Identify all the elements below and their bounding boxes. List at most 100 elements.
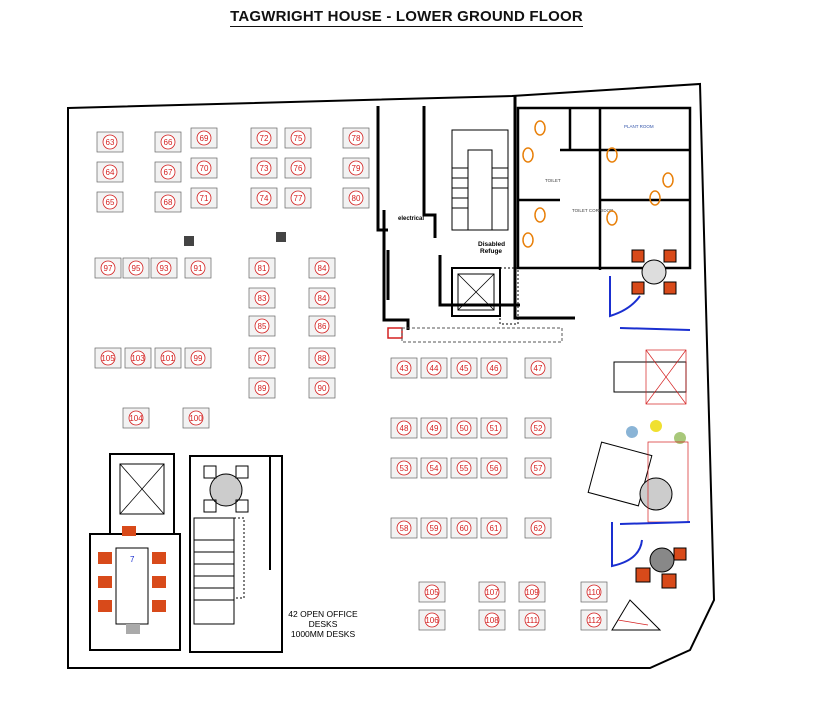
desk-marker (456, 460, 472, 476)
desk-number: 68 (164, 198, 173, 207)
desk-bottom_group1-1: 107 (478, 581, 506, 603)
desk-marker (256, 160, 272, 176)
open-office-line1: 42 OPEN OFFICE (288, 609, 358, 619)
refuge-label-2: Refuge (480, 248, 502, 255)
desk-grid_b_top-2: 55 (450, 457, 478, 479)
desk-top_left-1: 66 (154, 131, 182, 153)
desk-top_right-5: 80 (342, 187, 370, 209)
wc-fixtures (522, 120, 674, 248)
desk-marker (426, 520, 442, 536)
desk-marker (396, 460, 412, 476)
corridor-strip (401, 327, 563, 343)
desk-number: 90 (318, 384, 327, 393)
desk-number: 87 (258, 354, 267, 363)
desk-top_mid-1: 72 (250, 127, 278, 149)
desk-number: 59 (430, 524, 439, 533)
desk-marker (348, 190, 364, 206)
desk-left_upper-3: 91 (184, 257, 212, 279)
long-table (613, 349, 687, 444)
desk-number: 83 (258, 294, 267, 303)
desk-marker (254, 260, 270, 276)
desk-number: 74 (260, 194, 269, 203)
desk-marker (102, 194, 118, 210)
desk-number: 79 (352, 164, 361, 173)
desk-top_right-0: 75 (284, 127, 312, 149)
desk-number: 50 (460, 424, 469, 433)
desk-number: 67 (164, 168, 173, 177)
desk-number: 89 (258, 384, 267, 393)
desk-marker (190, 350, 206, 366)
desk-number: 91 (194, 264, 203, 273)
desk-marker (426, 360, 442, 376)
lift-left (109, 453, 175, 535)
desk-number: 45 (460, 364, 469, 373)
desk-marker (586, 584, 602, 600)
desk-number: 105 (425, 588, 439, 597)
desk-grid_a_top-3: 46 (480, 357, 508, 379)
desk-marker (486, 460, 502, 476)
desk-marker (530, 460, 546, 476)
desk-number: 62 (534, 524, 543, 533)
desk-marker (424, 584, 440, 600)
desk-number: 108 (485, 616, 499, 625)
desk-marker (160, 350, 176, 366)
desk-grid_b_bottom-3: 61 (480, 517, 508, 539)
desk-number: 84 (318, 294, 327, 303)
stair-2 (189, 455, 283, 653)
desk-marker (314, 318, 330, 334)
desk-number: 95 (132, 264, 141, 273)
desk-marker (484, 584, 500, 600)
desk-left_lower_top-2: 101 (154, 347, 182, 369)
desk-marker (102, 134, 118, 150)
desk-marker (530, 420, 546, 436)
desk-left_upper-1: 95 (122, 257, 150, 279)
desk-number: 46 (490, 364, 499, 373)
desk-number: 101 (161, 354, 175, 363)
desk-marker (424, 612, 440, 628)
desk-top_left-0: 63 (96, 131, 124, 153)
desk-marker (348, 130, 364, 146)
open-office-line3: 1000MM DESKS (291, 629, 356, 639)
desk-number: 106 (425, 616, 439, 625)
desk-grid_b_top-0: 53 (390, 457, 418, 479)
desk-left_lower_top-3: 99 (184, 347, 212, 369)
desk-number: 76 (294, 164, 303, 173)
desk-number: 99 (194, 354, 203, 363)
desk-marker (128, 260, 144, 276)
lounge-chairs-bottom (635, 547, 687, 589)
desk-marker (484, 612, 500, 628)
desk-number: 55 (460, 464, 469, 473)
desk-marker (160, 134, 176, 150)
desk-number: 85 (258, 322, 267, 331)
desk-number: 73 (260, 164, 269, 173)
desk-number: 56 (490, 464, 499, 473)
refuge-label-1: Disabled (478, 241, 505, 248)
desk-marker (314, 380, 330, 396)
desk-grid_a_top-2: 45 (450, 357, 478, 379)
desk-grid_a_top-1: 44 (420, 357, 448, 379)
desk-grid_a_bottom-3: 51 (480, 417, 508, 439)
desk-grid_a_top-0: 43 (390, 357, 418, 379)
desk-marker (396, 360, 412, 376)
core-walls (376, 95, 575, 330)
desk-number: 54 (430, 464, 439, 473)
desk-marker (486, 360, 502, 376)
lift-core (451, 267, 519, 325)
desk-marker (100, 350, 116, 366)
stair-1 (451, 129, 509, 231)
desk-center_col-7: 88 (308, 347, 336, 369)
desk-number: 52 (534, 424, 543, 433)
desk-marker (290, 190, 306, 206)
desk-bottom_group1-0: 105 (418, 581, 446, 603)
desk-grid_b_top-3: 56 (480, 457, 508, 479)
desk-left_upper-0: 97 (94, 257, 122, 279)
desk-left_lower_bottom-0: 104 (122, 407, 150, 429)
desk-number: 78 (352, 134, 361, 143)
desk-top_right-1: 78 (342, 127, 370, 149)
desk-marker (290, 130, 306, 146)
desk-marker (156, 260, 172, 276)
desk-top_mid-5: 74 (250, 187, 278, 209)
desk-marker (254, 380, 270, 396)
desk-marker (160, 164, 176, 180)
